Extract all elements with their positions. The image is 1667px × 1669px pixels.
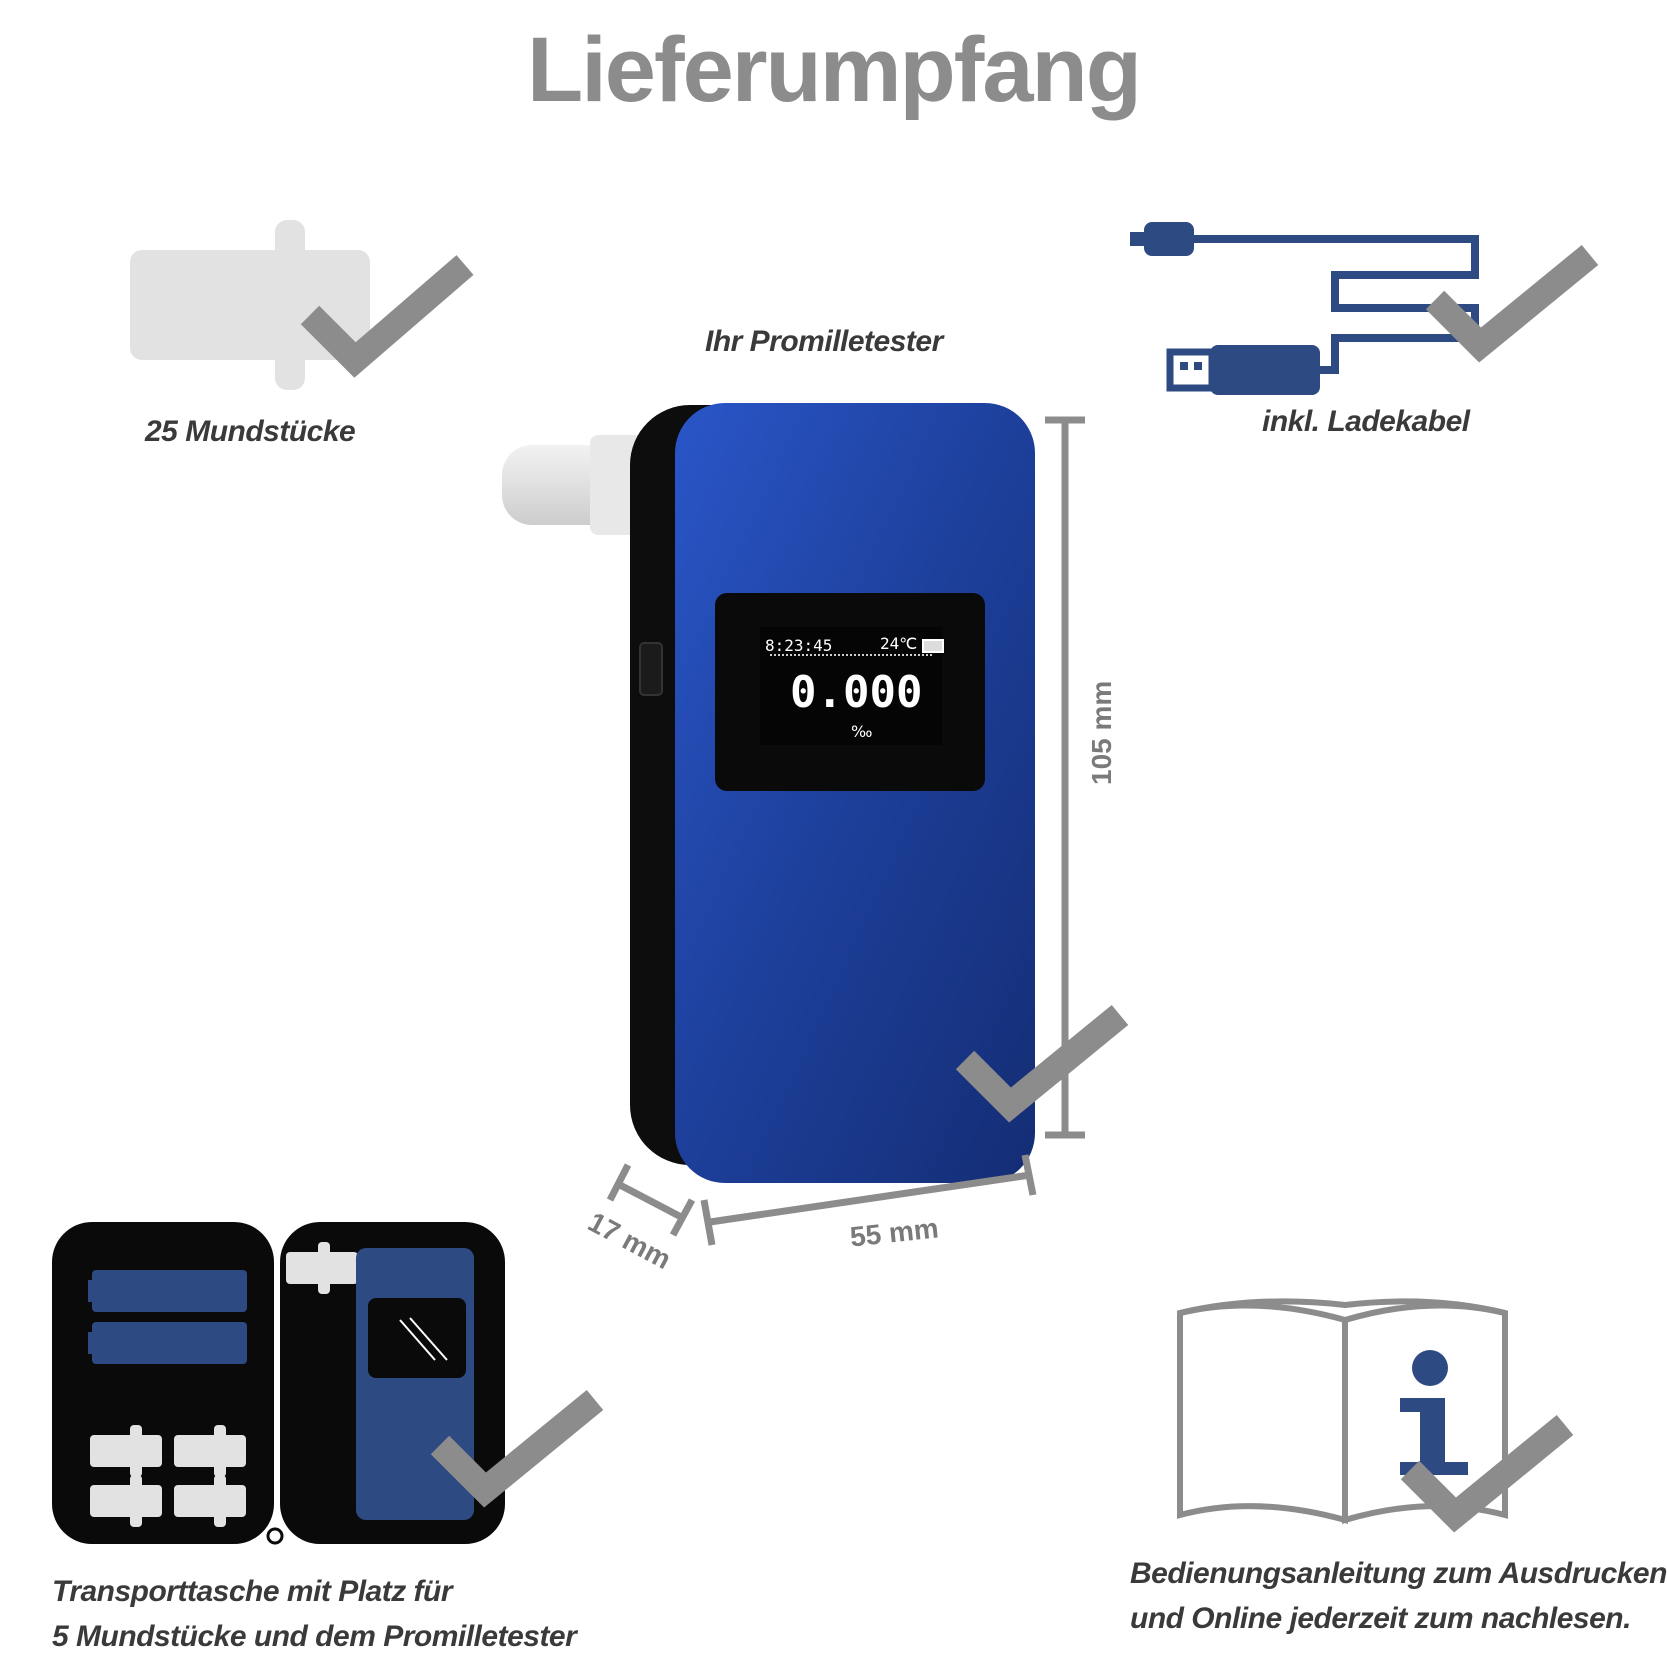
- display-unit: ‰: [851, 722, 873, 741]
- case-label-line1: Transporttasche mit Platz für: [52, 1575, 453, 1608]
- cable-label: inkl. Ladekabel: [1262, 405, 1470, 438]
- check-icon-cable: [1425, 244, 1599, 363]
- check-icon-manual: [1400, 1414, 1574, 1533]
- case-label-line2: 5 Mundstücke und dem Promilletester: [52, 1620, 577, 1653]
- info-icon: [1400, 1350, 1468, 1475]
- check-icon-mouthpieces: [300, 255, 474, 378]
- check-icon-tester: [955, 1004, 1129, 1123]
- check-icon-case: [430, 1389, 604, 1508]
- manual-label-line1: Bedienungsanleitung zum Ausdrucken: [1130, 1557, 1667, 1590]
- page-title: Lieferumpfang: [527, 19, 1142, 121]
- mouthpieces-label: 25 Mundstücke: [145, 415, 356, 448]
- usb-cable-icon: [1130, 222, 1479, 395]
- display-reading: 0.000: [790, 667, 923, 718]
- breathalyzer-device: [502, 403, 1035, 1183]
- display-time: 8:23:45: [765, 636, 833, 655]
- tester-label: Ihr Promilletester: [705, 325, 943, 358]
- battery-icon: [922, 639, 944, 653]
- height-label: 105 mm: [1086, 680, 1117, 785]
- manual-label-line2: und Online jederzeit zum nachlesen.: [1130, 1602, 1631, 1635]
- display-temperature: 24℃: [880, 634, 918, 653]
